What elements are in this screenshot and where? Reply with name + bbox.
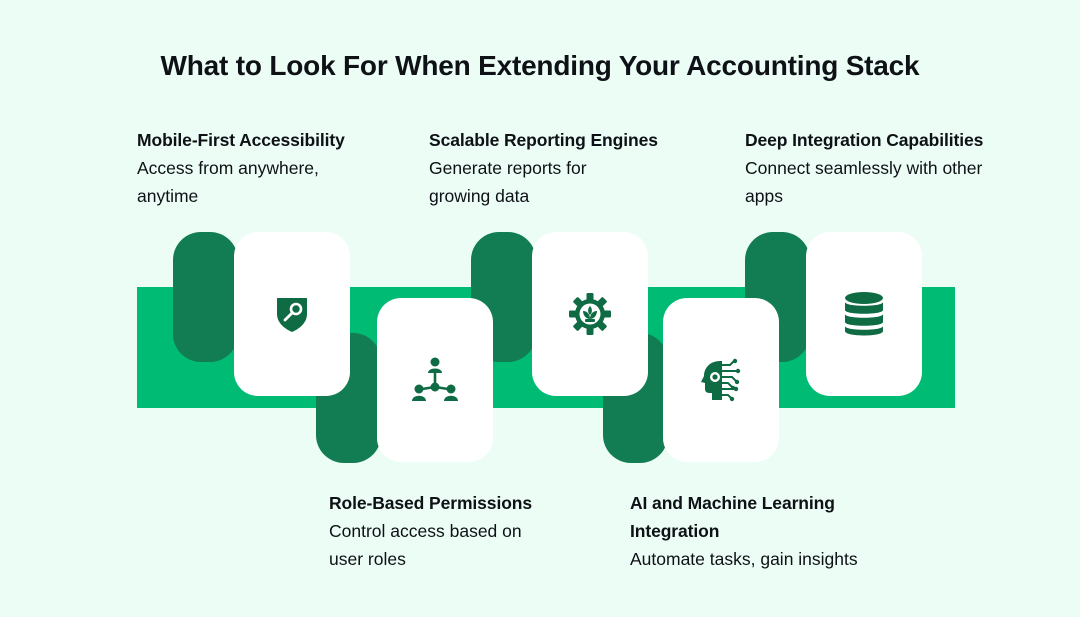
label-mobile-first: Mobile-First Accessibility Access from a… [137,126,345,210]
description-line: apps [745,186,783,206]
description-line: growing data [429,186,530,206]
heading-mobile-first: Mobile-First Accessibility [137,130,345,150]
heading-deep-integration: Deep Integration Capabilities [745,130,984,150]
description-line: anytime [137,186,199,206]
heading-role-based: Role-Based Permissions [329,493,533,513]
page-title: What to Look For When Extending Your Acc… [160,50,920,81]
ai-head-circuit-icon [701,358,741,402]
gear-tooth [586,327,594,335]
gear-tooth [569,310,577,318]
description-line: Automate tasks, gain insights [630,549,858,569]
label-ai-ml: AI and Machine Learning Integration Auto… [630,489,858,573]
gear-growth-icon [569,293,611,335]
gear-tooth [586,293,594,301]
card-mobile-first [234,232,350,396]
heading-scalable-reporting: Scalable Reporting Engines [429,130,658,150]
gear-tooth [603,310,611,318]
heading-ai-ml-line2: Integration [630,521,720,541]
card-scalable-reporting [532,232,648,396]
description-line: user roles [329,549,406,569]
database-icon [845,292,883,336]
description-line: Access from anywhere, [137,158,319,178]
label-scalable-reporting: Scalable Reporting Engines Generate repo… [429,126,658,210]
label-role-based: Role-Based Permissions Control access ba… [329,489,532,573]
card-deep-integration [806,232,922,396]
hierarchy-users-icon [412,357,458,401]
description-line: Generate reports for [429,158,587,178]
card-ai-ml [663,298,779,462]
description-line: Control access based on [329,521,522,541]
label-deep-integration: Deep Integration Capabilities Connect se… [745,126,983,210]
description-line: Connect seamlessly with other [745,158,983,178]
shield-key-icon [277,298,307,332]
tab-accent [173,232,238,362]
heading-ai-ml: AI and Machine Learning [630,493,835,513]
card-role-based [377,298,493,462]
